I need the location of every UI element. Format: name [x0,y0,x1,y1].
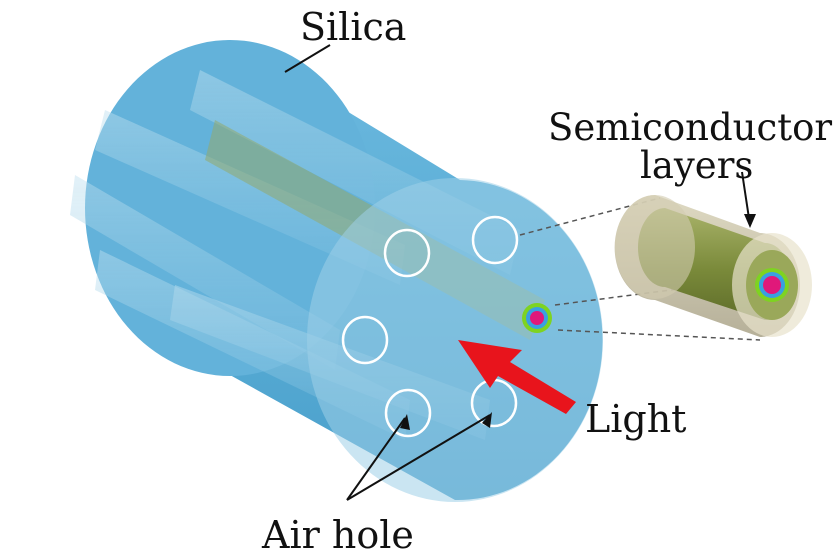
label-semiconductor-line1: Semiconductor [548,106,832,149]
silica-end-face [307,178,603,502]
light-arrow-icon [458,340,576,414]
arrowheads [400,214,756,430]
leader-lines [284,44,751,501]
air-hole [471,215,519,265]
label-light: Light [585,397,686,441]
semiconductor-core-end [522,303,552,333]
semiconductor-zoom [614,195,812,337]
label-air-hole: Air hole [261,513,414,557]
label-semiconductor-line2: layers [640,144,753,187]
label-silica: Silica [300,5,406,49]
air-hole [341,315,389,365]
air-hole [383,228,431,278]
air-hole [384,388,432,438]
silica-cylinder [70,40,603,502]
